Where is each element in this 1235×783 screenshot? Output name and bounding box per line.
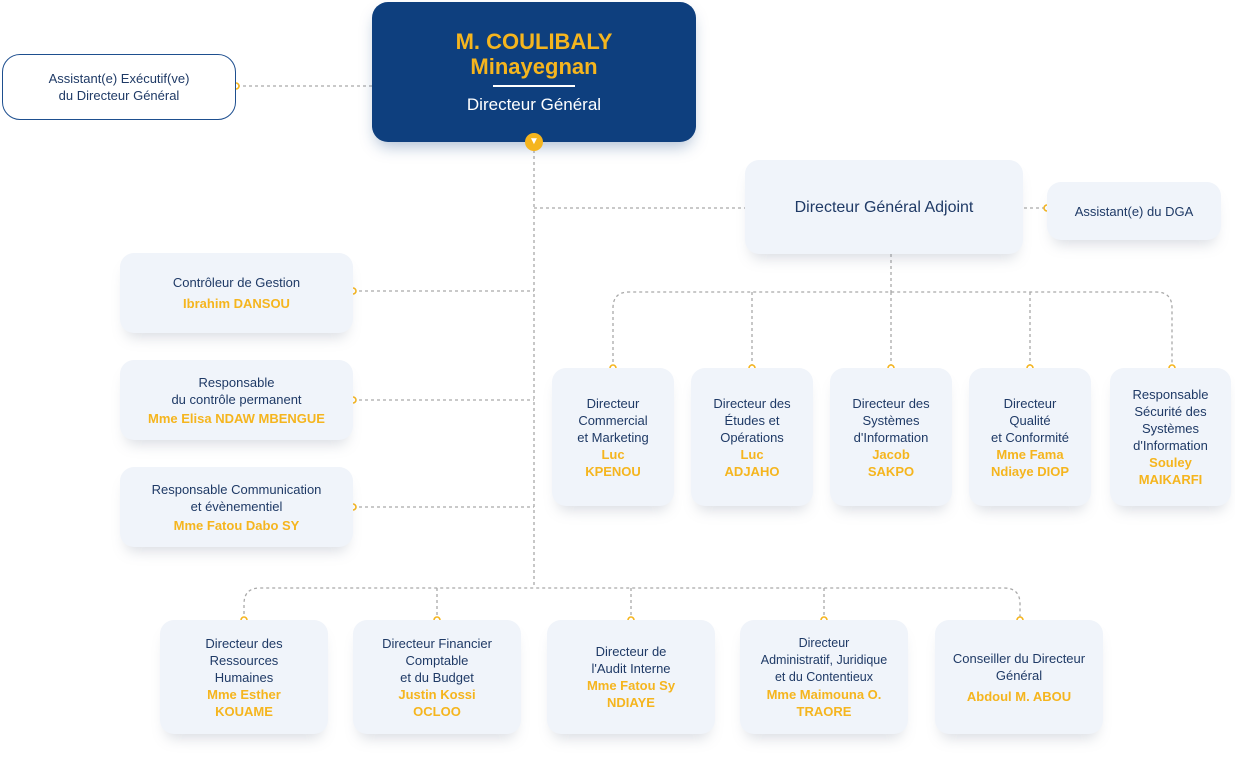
report-title: Responsable Sécurité des Systèmes d'Info… bbox=[1132, 387, 1209, 453]
director-audit: Directeur de l'Audit Interne Mme Fatou S… bbox=[547, 620, 715, 734]
dga-box: Directeur Général Adjoint bbox=[745, 160, 1023, 254]
dga-report-commercial: Directeur Commercial et Marketing Luc KP… bbox=[552, 368, 674, 506]
director-hr: Directeur des Ressources Humaines Mme Es… bbox=[160, 620, 328, 734]
report-title: Directeur Qualité et Conformité bbox=[990, 395, 1070, 445]
director-name: Abdoul M. ABOU bbox=[966, 688, 1072, 704]
dga-assistant-box: Assistant(e) du DGA bbox=[1047, 182, 1221, 240]
director-finance: Directeur Financier Comptable et du Budg… bbox=[353, 620, 521, 734]
dga-assistant-title: Assistant(e) du DGA bbox=[1074, 203, 1194, 219]
director-admin-legal: Directeur Administratif, Juridique et du… bbox=[740, 620, 908, 734]
director-name: Mme Maimouna O. TRAORE bbox=[766, 686, 882, 719]
report-title: Directeur des Systèmes d'Information bbox=[852, 395, 930, 445]
staff-name: Mme Elisa NDAW MBENGUE bbox=[148, 410, 325, 426]
director-title: Directeur Financier Comptable et du Budg… bbox=[382, 635, 492, 685]
staff-title: Contrôleur de Gestion bbox=[172, 275, 301, 290]
staff-box-permanent-control: Responsable du contrôle permanent Mme El… bbox=[120, 360, 353, 440]
report-name: Luc KPENOU bbox=[585, 446, 641, 479]
dga-report-information-systems: Directeur des Systèmes d'Information Jac… bbox=[830, 368, 952, 506]
director-advisor: Conseiller du Directeur Général Abdoul M… bbox=[935, 620, 1103, 734]
dga-title: Directeur Général Adjoint bbox=[794, 198, 974, 216]
dga-report-quality: Directeur Qualité et Conformité Mme Fama… bbox=[969, 368, 1091, 506]
report-name: Luc ADJAHO bbox=[724, 446, 780, 479]
staff-name: Mme Fatou Dabo SY bbox=[173, 517, 300, 533]
exec-assistant-title: Assistant(e) Exécutif(ve) du Directeur G… bbox=[48, 71, 190, 103]
report-title: Directeur des Études et Opérations bbox=[713, 395, 791, 445]
report-name: Jacob SAKPO bbox=[867, 446, 915, 479]
ceo-role: Directeur Général bbox=[466, 95, 602, 114]
director-title: Directeur Administratif, Juridique et du… bbox=[760, 635, 888, 684]
ceo-name: M. COULIBALY Minayegnan bbox=[455, 29, 613, 79]
report-title: Directeur Commercial et Marketing bbox=[577, 395, 649, 445]
dga-report-studies: Directeur des Études et Opérations Luc A… bbox=[691, 368, 813, 506]
staff-title: Responsable Communication et évènementie… bbox=[151, 481, 322, 514]
staff-box-management-controller: Contrôleur de Gestion Ibrahim DANSOU bbox=[120, 253, 353, 333]
staff-name: Ibrahim DANSOU bbox=[183, 296, 290, 311]
dga-report-security: Responsable Sécurité des Systèmes d'Info… bbox=[1110, 368, 1231, 506]
director-title: Directeur des Ressources Humaines bbox=[205, 635, 283, 685]
ceo-box: M. COULIBALY Minayegnan Directeur Généra… bbox=[372, 2, 696, 142]
director-name: Mme Esther KOUAME bbox=[207, 686, 281, 719]
exec-assistant-box: Assistant(e) Exécutif(ve) du Directeur G… bbox=[2, 54, 236, 120]
director-title: Conseiller du Directeur Général bbox=[952, 650, 1086, 683]
staff-box-communication: Responsable Communication et évènementie… bbox=[120, 467, 353, 547]
director-name: Justin Kossi OCLOO bbox=[398, 686, 476, 719]
staff-title: Responsable du contrôle permanent bbox=[171, 374, 302, 407]
chevron-down-icon[interactable]: ▼ bbox=[525, 133, 543, 151]
director-title: Directeur de l'Audit Interne bbox=[591, 644, 671, 676]
report-name: Mme Fama Ndiaye DIOP bbox=[990, 446, 1070, 479]
ceo-divider bbox=[493, 85, 575, 87]
director-name: Mme Fatou Sy NDIAYE bbox=[586, 678, 676, 710]
report-name: Souley MAIKARFI bbox=[1138, 455, 1203, 487]
